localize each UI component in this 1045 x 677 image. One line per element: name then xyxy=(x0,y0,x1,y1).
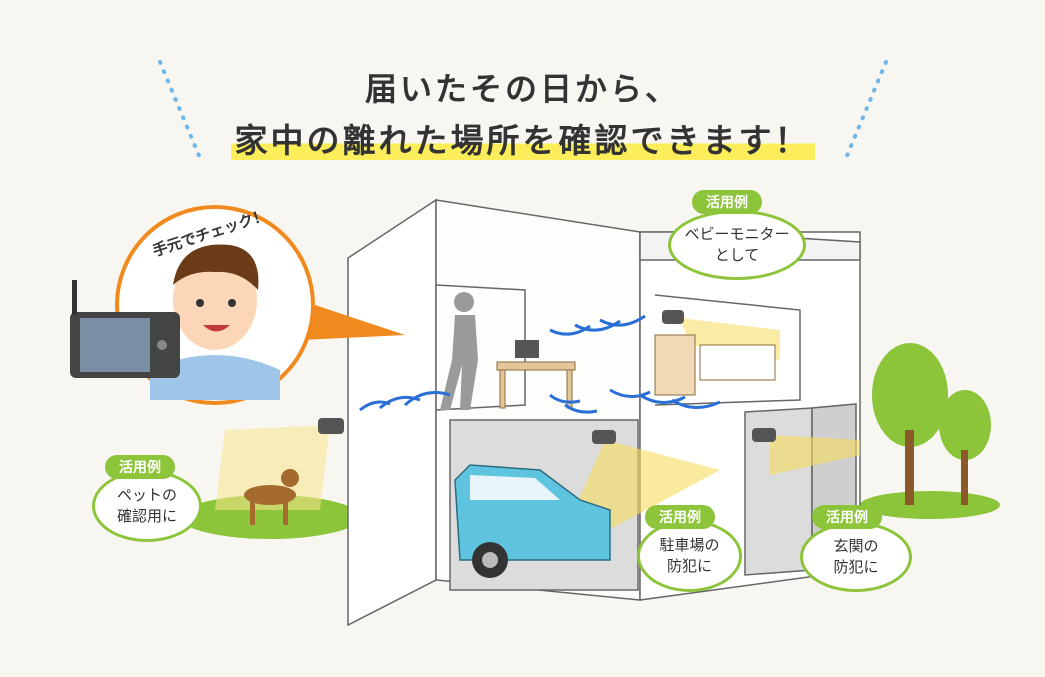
light-beam-entrance xyxy=(770,435,860,475)
use-case-entrance-line2: 防犯に xyxy=(833,558,879,576)
use-case-entrance-bubble: 玄関の 防犯に xyxy=(800,522,912,592)
use-case-pet-line2: 確認用に xyxy=(116,507,177,525)
use-case-entrance-tag: 活用例 xyxy=(812,505,882,529)
use-case-baby-line1: ベビーモニター xyxy=(684,225,790,243)
dog xyxy=(244,469,299,525)
use-case-entrance-line1: 玄関の xyxy=(833,537,879,555)
dotted-line-right xyxy=(844,60,888,160)
person-silhouette xyxy=(440,292,478,410)
use-case-baby-tag: 活用例 xyxy=(692,190,762,214)
use-case-parking-tag: 活用例 xyxy=(645,505,715,529)
dresser xyxy=(654,334,696,396)
use-case-pet-tag: 活用例 xyxy=(105,455,175,479)
dotted-line-left xyxy=(158,60,202,160)
heading-line-2-text: 家中の離れた場所を確認できます！ xyxy=(230,121,815,160)
use-case-parking-bubble: 駐車場の 防犯に xyxy=(637,520,742,592)
use-case-baby-bubble: ベビーモニター として xyxy=(668,210,806,280)
use-case-pet-line1: ペットの xyxy=(116,486,177,504)
signal-waves xyxy=(359,314,721,414)
desk xyxy=(496,361,576,409)
heading-line-2: 家中の離れた場所を確認できます！ xyxy=(0,114,1045,162)
use-case-pet-bubble: ペットの 確認用に xyxy=(92,470,202,542)
heading-line-1: 届いたその日から、 xyxy=(364,70,680,108)
trees xyxy=(872,343,991,505)
camera-icon xyxy=(318,310,776,444)
handheld-monitor xyxy=(70,280,180,378)
use-case-baby-line2: として xyxy=(714,246,760,264)
car xyxy=(454,464,611,578)
baby-crib xyxy=(699,344,776,381)
man-avatar xyxy=(150,244,280,400)
laptop xyxy=(515,340,539,358)
use-case-parking-line2: 防犯に xyxy=(666,557,712,575)
monitor-bubble-pointer xyxy=(300,300,405,340)
use-case-parking-line1: 駐車場の xyxy=(659,536,720,554)
light-beam-pet xyxy=(215,425,330,510)
